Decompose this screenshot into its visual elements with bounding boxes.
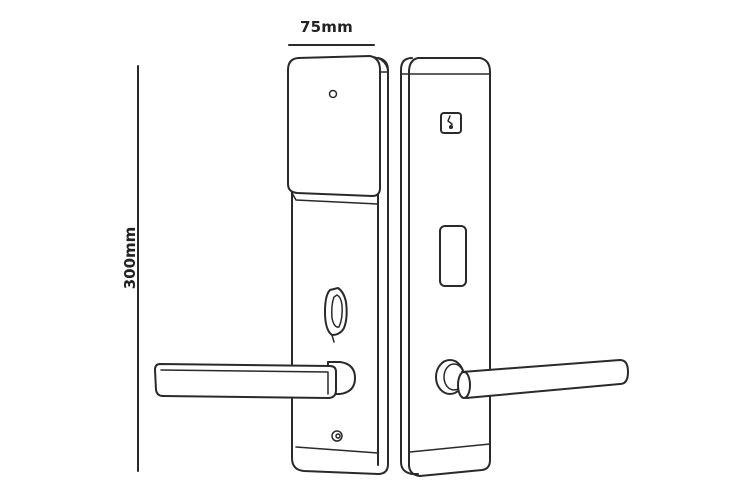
height-dimension-label: 300mm <box>121 226 139 290</box>
indicator-led-icon <box>328 89 338 99</box>
back-view <box>400 57 629 477</box>
key-cylinder-icon <box>324 287 348 343</box>
battery-cover <box>439 225 467 287</box>
back-plate <box>400 57 491 477</box>
front-lever-handle <box>154 361 356 399</box>
card-reader-panel <box>287 55 389 205</box>
front-view <box>154 55 389 475</box>
card-badge-icon <box>440 112 462 134</box>
width-dimension-label: 75mm <box>300 18 353 36</box>
back-lever-handle <box>435 359 629 399</box>
front-bottom-knob-icon <box>331 430 343 442</box>
